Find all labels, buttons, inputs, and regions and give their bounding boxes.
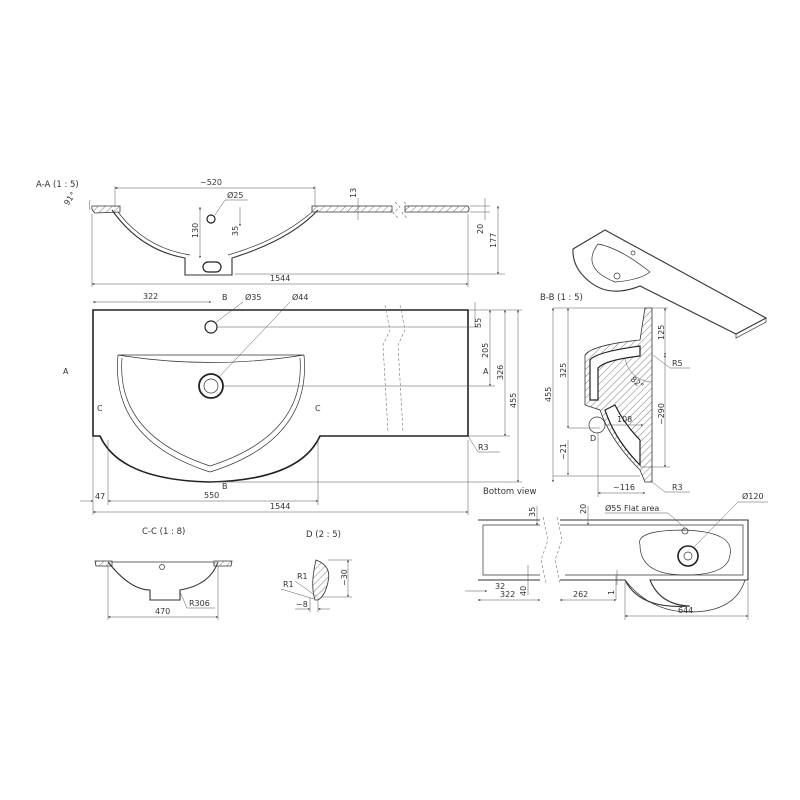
- section-aa-title: A-A (1 : 5): [36, 180, 79, 190]
- top-view: B B A A C C 322 Ø35 Ø44 55 205 326 455 R…: [63, 292, 522, 515]
- dim-bv-322: 322: [500, 590, 515, 599]
- dim-cc-radius: R306: [189, 599, 210, 608]
- section-bb-title: B-B (1 : 5): [540, 293, 583, 303]
- dim-overall-length-top: 1544: [270, 502, 290, 511]
- dim-left-offset: 47: [95, 492, 105, 501]
- section-aa-view: A-A (1 : 5) 91° ~520 Ø25 130 35 13 20 17…: [36, 178, 505, 287]
- dim-d-height: ~30: [340, 569, 349, 586]
- dim-d-width: ~8: [296, 600, 308, 609]
- dim-bb-325: 325: [559, 363, 568, 378]
- dim-height: 177: [489, 233, 498, 248]
- dim-bv-32: 32: [495, 582, 505, 591]
- dim-bv-40: 40: [519, 586, 528, 596]
- section-cc-title: C-C (1 : 8): [142, 527, 185, 537]
- isometric-view: [572, 229, 768, 339]
- bottom-view-title: Bottom view: [483, 487, 537, 497]
- dim-width-bowl: ~520: [200, 178, 222, 187]
- dim-455: 455: [509, 393, 518, 408]
- dim-d-r1b: R1: [283, 580, 294, 589]
- dim-thickness: 13: [349, 188, 358, 198]
- dim-bb-455: 455: [544, 387, 553, 402]
- dim-bv-35: 35: [528, 507, 537, 517]
- dim-bv-644: 644: [678, 606, 693, 615]
- dim-bb-21: ~21: [559, 443, 568, 460]
- dim-bv-20: 20: [579, 504, 588, 514]
- dim-cc-width: 470: [155, 607, 170, 616]
- dim-bb-r3: R3: [672, 483, 683, 492]
- dim-326: 326: [496, 365, 505, 380]
- dim-205: 205: [481, 343, 490, 358]
- dim-radius-r3: R3: [478, 443, 489, 452]
- dim-hole-offset: 35: [231, 226, 240, 236]
- dim-overall-length: 1544: [270, 274, 290, 283]
- dim-bb-116: ~116: [613, 483, 635, 492]
- dim-depth-130: 130: [191, 223, 200, 238]
- section-mark-c-right: C: [315, 404, 321, 413]
- dim-d-r1a: R1: [297, 572, 308, 581]
- dim-bv-drain: Ø120: [742, 491, 764, 501]
- bottom-view: Bottom view 35 20 Ø55 Flat area Ø120 32 …: [465, 487, 768, 620]
- detail-d-view: D (2 : 5) ~30 R1 R1 ~8: [280, 530, 352, 612]
- dim-bowl-width: 550: [204, 491, 219, 500]
- dim-bb-125: 125: [657, 325, 666, 340]
- dim-bb-r5: R5: [672, 359, 683, 368]
- section-mark-a-right: A: [483, 367, 489, 376]
- dim-edge-thickness: 20: [476, 224, 485, 234]
- detail-d-title: D (2 : 5): [306, 530, 341, 540]
- dim-bv-flat-area: Ø55 Flat area: [605, 503, 659, 513]
- dim-bb-108: 108: [617, 415, 632, 424]
- dim-hole-from-left: 322: [143, 292, 158, 301]
- dim-drain-dia: Ø44: [292, 292, 308, 302]
- dim-bb-290: ~290: [657, 403, 666, 425]
- section-bb-view: B-B (1 : 5) D 455 325 125 R5 82° ~290 10…: [540, 293, 690, 497]
- section-mark-b-bottom: B: [222, 482, 228, 491]
- dim-bv-262: 262: [573, 590, 588, 599]
- section-mark-a-left: A: [63, 367, 69, 376]
- section-cc-view: C-C (1 : 8) 470 R306: [94, 527, 233, 620]
- section-mark-c-left: C: [97, 404, 103, 413]
- section-mark-b-top: B: [222, 293, 228, 302]
- angle-label: 91°: [62, 190, 78, 207]
- dim-tap-hole-dia: Ø35: [245, 292, 261, 302]
- detail-mark-d: D: [590, 434, 596, 443]
- dim-hole-dia: Ø25: [227, 190, 243, 200]
- dim-bv-1: 1: [607, 590, 616, 595]
- dim-55: 55: [474, 318, 483, 328]
